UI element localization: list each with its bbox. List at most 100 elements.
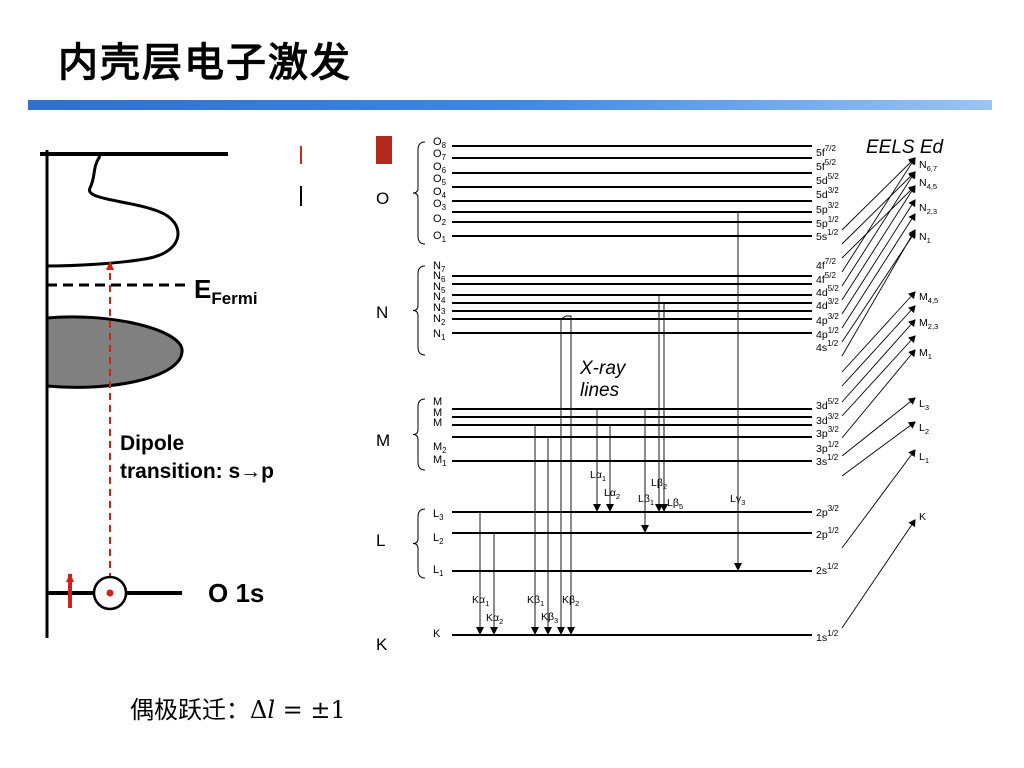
orbital-j: 3/2 xyxy=(828,425,840,434)
xray-lines-label-1: X-ray xyxy=(579,358,627,379)
xray-line-label-10: Lγ3 xyxy=(730,493,745,507)
level-label-L2-base: L xyxy=(433,532,439,544)
level-label-K0-base: K xyxy=(433,628,441,640)
eels-arrow-1 xyxy=(841,171,916,245)
orbital-name: 4f xyxy=(816,260,825,272)
eels-arrow-17 xyxy=(841,449,916,549)
level-label-L3: L3 xyxy=(433,508,444,522)
level-label-M0: M xyxy=(433,396,442,408)
level-label-L1: L1 xyxy=(433,564,444,578)
xray-line-label-0: Kα1 xyxy=(472,594,489,608)
level-label-O2-index: 2 xyxy=(442,218,446,227)
xray-line-label-0-base: Kα xyxy=(472,594,485,606)
orbital-j: 1/2 xyxy=(828,215,840,224)
level-label-M1-index: 1 xyxy=(442,459,447,468)
eels-arrow-11 xyxy=(841,305,916,387)
core-level-label: O 1s xyxy=(208,578,264,608)
orbital-j: 1/2 xyxy=(827,228,839,237)
level-label-O7-base: O xyxy=(433,148,442,160)
eels-edge-label-6: M1 xyxy=(919,347,932,361)
eels-edge-label-4: M4,5 xyxy=(919,291,938,305)
xray-line-label-5: Lα1 xyxy=(590,469,606,483)
level-label-L1-index: 1 xyxy=(439,569,444,578)
level-label-N2-base: N xyxy=(433,313,441,325)
eels-arrow-9 xyxy=(841,229,916,357)
eels-edge-label-10: K xyxy=(919,511,926,523)
level-label-N3: N3 xyxy=(433,302,446,316)
level-label-O1-index: 1 xyxy=(442,235,447,244)
xray-line-label-9: Lβ5 xyxy=(667,497,683,511)
level-label-O8-base: O xyxy=(433,136,442,148)
level-label-O4: O4 xyxy=(433,186,447,200)
orbital-name: 5s xyxy=(816,231,827,243)
orbital-j: 5/2 xyxy=(828,397,840,406)
level-label-M2: M xyxy=(433,417,442,429)
level-label-N2-index: 2 xyxy=(441,318,445,327)
fermi-level-label: EFermi xyxy=(194,274,258,308)
level-label-O2-base: O xyxy=(433,213,442,225)
eels-arrow-2 xyxy=(841,185,916,259)
level-label-N1-base: N xyxy=(433,328,441,340)
orbital-name: 3s xyxy=(816,456,827,468)
xray-line-label-8: Lβ2 xyxy=(651,477,667,491)
xray-line-label-7: Lβ1 xyxy=(638,493,654,507)
level-label-O6: O6 xyxy=(433,161,447,175)
orbital-label-3d-0: 3d5/2 xyxy=(816,397,839,412)
orbital-label-4f-1: 4f5/2 xyxy=(816,271,836,286)
xray-line-label-2-index: 1 xyxy=(540,599,544,608)
xray-line-label-2: Kβ1 xyxy=(527,594,544,608)
eels-edge-label-6-index: 1 xyxy=(928,352,932,361)
slide-title: 内壳层电子激发 xyxy=(58,39,352,86)
level-label-N7-index: 7 xyxy=(441,265,445,274)
orbital-name: 4d xyxy=(816,300,828,312)
eels-edge-label-7-index: 3 xyxy=(925,403,929,412)
orbital-j: 1/2 xyxy=(828,440,840,449)
orbital-j: 1/2 xyxy=(827,339,839,348)
eels-arrow-10 xyxy=(841,291,916,373)
eels-edge-label-9-index: 1 xyxy=(925,456,929,465)
shell-label-M: M xyxy=(376,431,390,450)
eels-edge-label-5-index: 2,3 xyxy=(928,322,939,331)
eels-edge-label-2: N2,3 xyxy=(919,202,937,216)
xray-line-label-6-base: Lα xyxy=(604,487,616,499)
orbital-name: 3p xyxy=(816,428,828,440)
eels-edge-label-0: N6,7 xyxy=(919,159,937,173)
eels-edge-label-4-base: M xyxy=(919,291,928,303)
orbital-label-5s-6: 5s1/2 xyxy=(816,228,839,243)
orbital-name: 3p xyxy=(816,443,828,455)
orbital-name: 3d xyxy=(816,415,828,427)
level-label-O8-index: 8 xyxy=(442,141,447,150)
orbital-j: 3/2 xyxy=(828,412,840,421)
level-label-N3-base: N xyxy=(433,302,441,314)
level-label-N5-base: N xyxy=(433,281,441,293)
level-label-L2-index: 2 xyxy=(439,537,443,546)
shell-brace-L xyxy=(412,508,426,579)
orbital-j: 7/2 xyxy=(825,144,837,153)
eels-edge-label-5-base: M xyxy=(919,317,928,329)
orbital-name: 4p xyxy=(816,329,828,341)
eels-arrow-15 xyxy=(841,397,916,457)
orbital-label-2s-2: 2s1/2 xyxy=(816,562,839,577)
eels-arrow-12 xyxy=(841,319,916,403)
level-label-N6: N6 xyxy=(433,270,446,284)
orbital-name: 4f xyxy=(816,274,825,286)
eels-arrow-13 xyxy=(841,335,916,417)
eels-edge-label-8: L2 xyxy=(919,422,929,436)
orbital-name: 5d xyxy=(816,175,828,187)
red-corner-mark xyxy=(376,136,392,164)
xray-line-label-1: Kα2 xyxy=(486,612,503,626)
level-label-O2: O2 xyxy=(433,213,446,227)
level-label-O8: O8 xyxy=(433,136,447,150)
eels-arrow-14 xyxy=(841,349,916,439)
orbital-label-4d-3: 4d3/2 xyxy=(816,297,839,312)
level-label-O3-index: 3 xyxy=(442,203,447,212)
level-label-O1: O1 xyxy=(433,230,447,244)
level-label-O4-base: O xyxy=(433,186,442,198)
orbital-j: 3/2 xyxy=(828,201,840,210)
eels-arrow-7 xyxy=(841,213,916,329)
xray-line-label-2-base: Kβ xyxy=(527,594,540,606)
orbital-label-4p-4: 4p3/2 xyxy=(816,312,839,327)
orbital-j: 3/2 xyxy=(828,297,840,306)
orbital-name: 5f xyxy=(816,147,825,159)
level-label-M2-base: M xyxy=(433,417,442,429)
